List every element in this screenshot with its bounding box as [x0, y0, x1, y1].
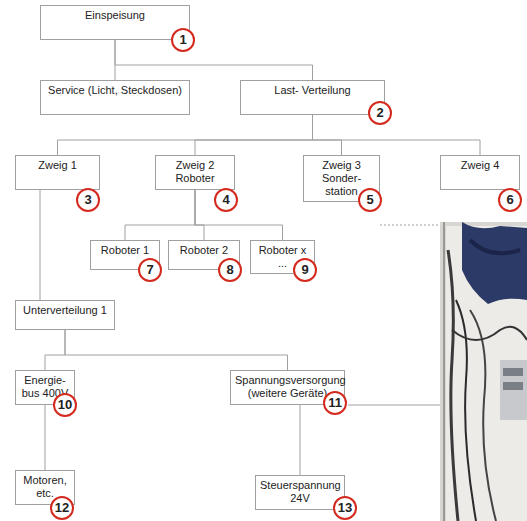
box-label: Service (Licht, Steckdosen): [45, 84, 185, 97]
callout-number: 6: [498, 188, 522, 212]
callout-number: 7: [138, 258, 162, 282]
box-label: Steuerspannung 24V: [260, 479, 340, 505]
callout-number: 1: [171, 28, 195, 52]
box-label: Einspeisung: [45, 9, 185, 22]
tree-connector: [313, 115, 481, 155]
tree-connector: [195, 190, 204, 240]
callout-number: 3: [76, 188, 100, 212]
callout-number: 4: [214, 188, 238, 212]
tree-connector: [115, 40, 313, 80]
process-box: Unterverteilung 1: [15, 300, 115, 330]
box-label: Zweig 2 Roboter: [160, 159, 230, 185]
tree-connector: [45, 330, 65, 370]
callout-number: 5: [358, 188, 382, 212]
tree-connector: [45, 405, 46, 470]
callout-number: 12: [50, 496, 74, 520]
process-box: Zweig 4: [440, 155, 520, 190]
box-label: Zweig 4: [445, 159, 515, 172]
callout-number: 13: [333, 496, 357, 520]
tree-connector: [195, 190, 283, 240]
box-label: Unterverteilung 1: [20, 304, 110, 317]
box-label: Roboter 1: [95, 244, 155, 257]
box-label: Zweig 1: [20, 159, 95, 172]
callout-number: 9: [293, 258, 317, 282]
process-box: Zweig 1: [15, 155, 100, 190]
tree-connector: [313, 115, 342, 155]
callout-number: 10: [53, 393, 77, 417]
process-box: Steuerspannung 24V: [255, 475, 345, 510]
tree-connector: [125, 190, 195, 240]
tree-connector: [40, 190, 41, 300]
tree-connector: [65, 330, 288, 370]
tree-connector: [58, 115, 313, 155]
process-box: Service (Licht, Steckdosen): [40, 80, 190, 115]
tree-connector: [195, 115, 313, 155]
process-box: Zweig 2 Roboter: [155, 155, 235, 190]
process-box: Einspeisung: [40, 5, 190, 40]
callout-number: 2: [368, 101, 392, 125]
callout-number: 8: [218, 258, 242, 282]
tree-connector: [300, 405, 301, 475]
box-label: Last- Verteilung: [245, 84, 380, 97]
process-box: Last- Verteilung: [240, 80, 385, 115]
callout-number: 11: [323, 391, 347, 415]
box-label: Roboter 2: [173, 244, 235, 257]
